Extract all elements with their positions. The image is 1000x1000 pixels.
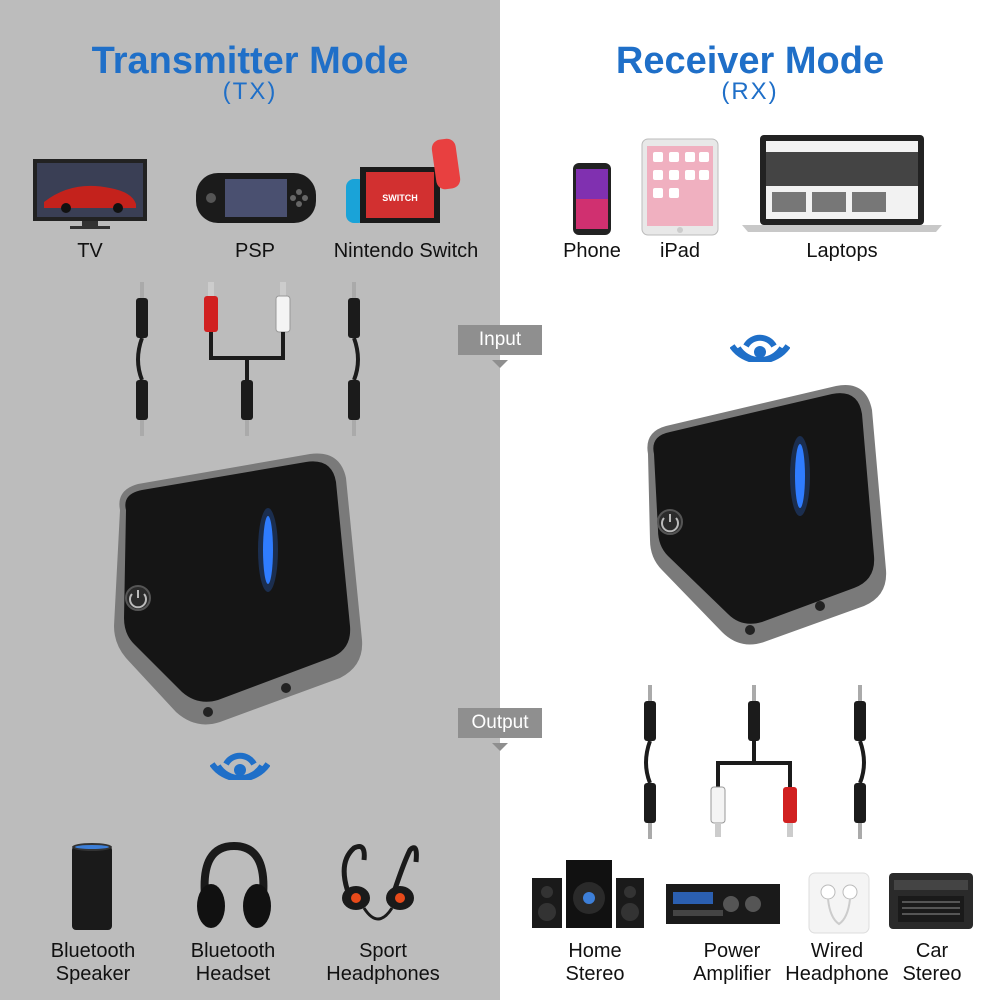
bluetooth-headset-label: Bluetooth Headset: [178, 940, 288, 986]
wired-headphone-label-line1: Wired: [810, 940, 864, 962]
transmitter-title: Transmitter Mode: [91, 40, 409, 82]
receiver-title: Receiver Mode: [615, 40, 885, 82]
car-stereo-label: Car Stereo: [888, 940, 976, 986]
tv-label: TV: [77, 240, 103, 262]
home-stereo-label: Home Stereo: [545, 940, 645, 986]
sport-headphones-label-line1: Sport: [359, 940, 407, 962]
rx-bluetooth-device: [640, 380, 900, 650]
headset-icon: [195, 840, 273, 932]
ipad-label: iPad: [659, 240, 701, 262]
home-stereo-label-line1: Home: [568, 940, 622, 962]
wired-headphone-label: Wired Headphone: [784, 940, 890, 986]
smart-speaker-icon: [70, 842, 114, 932]
psp-label: PSP: [234, 240, 276, 262]
car-stereo-icon: [888, 872, 974, 930]
car-stereo-label-line2: Stereo: [902, 963, 962, 985]
power-amplifier-label: Power Amplifier: [680, 940, 784, 986]
nintendo-switch-icon: SWITCH: [346, 137, 466, 225]
sport-headphones-label: Sport Headphones: [318, 940, 448, 986]
bluetooth-speaker-label: Bluetooth Speaker: [38, 940, 148, 986]
power-amplifier-label-line1: Power: [703, 940, 761, 962]
car-stereo-label-line1: Car: [915, 940, 949, 962]
receiver-subtitle: (RX): [721, 78, 779, 105]
sport-headphones-icon: [334, 842, 424, 932]
tv-icon: [32, 158, 148, 230]
phone-icon: [572, 162, 612, 236]
tx-input-cables: [120, 280, 380, 440]
output-tag: Output: [458, 708, 542, 738]
wired-headphone-label-line2: Headphone: [785, 963, 889, 985]
input-arrow-icon: [492, 360, 508, 368]
nintendo-switch-label: Nintendo Switch: [333, 240, 479, 262]
home-stereo-icon: [530, 858, 646, 930]
svg-text:SWITCH: SWITCH: [382, 193, 418, 203]
input-tag: Input: [458, 325, 542, 355]
home-stereo-label-line2: Stereo: [565, 963, 625, 985]
transmitter-subtitle: (TX): [222, 78, 278, 105]
bluetooth-signal-icon: [210, 730, 270, 780]
earphones-icon: [808, 872, 870, 934]
rx-output-cables: [630, 683, 890, 843]
tablet-icon: [641, 138, 719, 236]
laptops-label: Laptops: [806, 240, 878, 262]
bluetooth-speaker-label-line1: Bluetooth: [50, 940, 136, 962]
power-amplifier-label-line2: Amplifier: [693, 963, 771, 985]
phone-label: Phone: [563, 240, 621, 262]
bluetooth-headset-label-line1: Bluetooth: [190, 940, 276, 962]
output-arrow-icon: [492, 743, 508, 751]
laptop-icon: [742, 134, 942, 234]
psp-icon: [195, 172, 317, 224]
tx-bluetooth-device: [100, 450, 370, 730]
amplifier-icon: [665, 882, 781, 926]
bluetooth-signal-icon: [730, 312, 790, 362]
bluetooth-headset-label-line2: Headset: [195, 963, 271, 985]
sport-headphones-label-line2: Headphones: [326, 963, 440, 985]
bluetooth-speaker-label-line2: Speaker: [55, 963, 131, 985]
